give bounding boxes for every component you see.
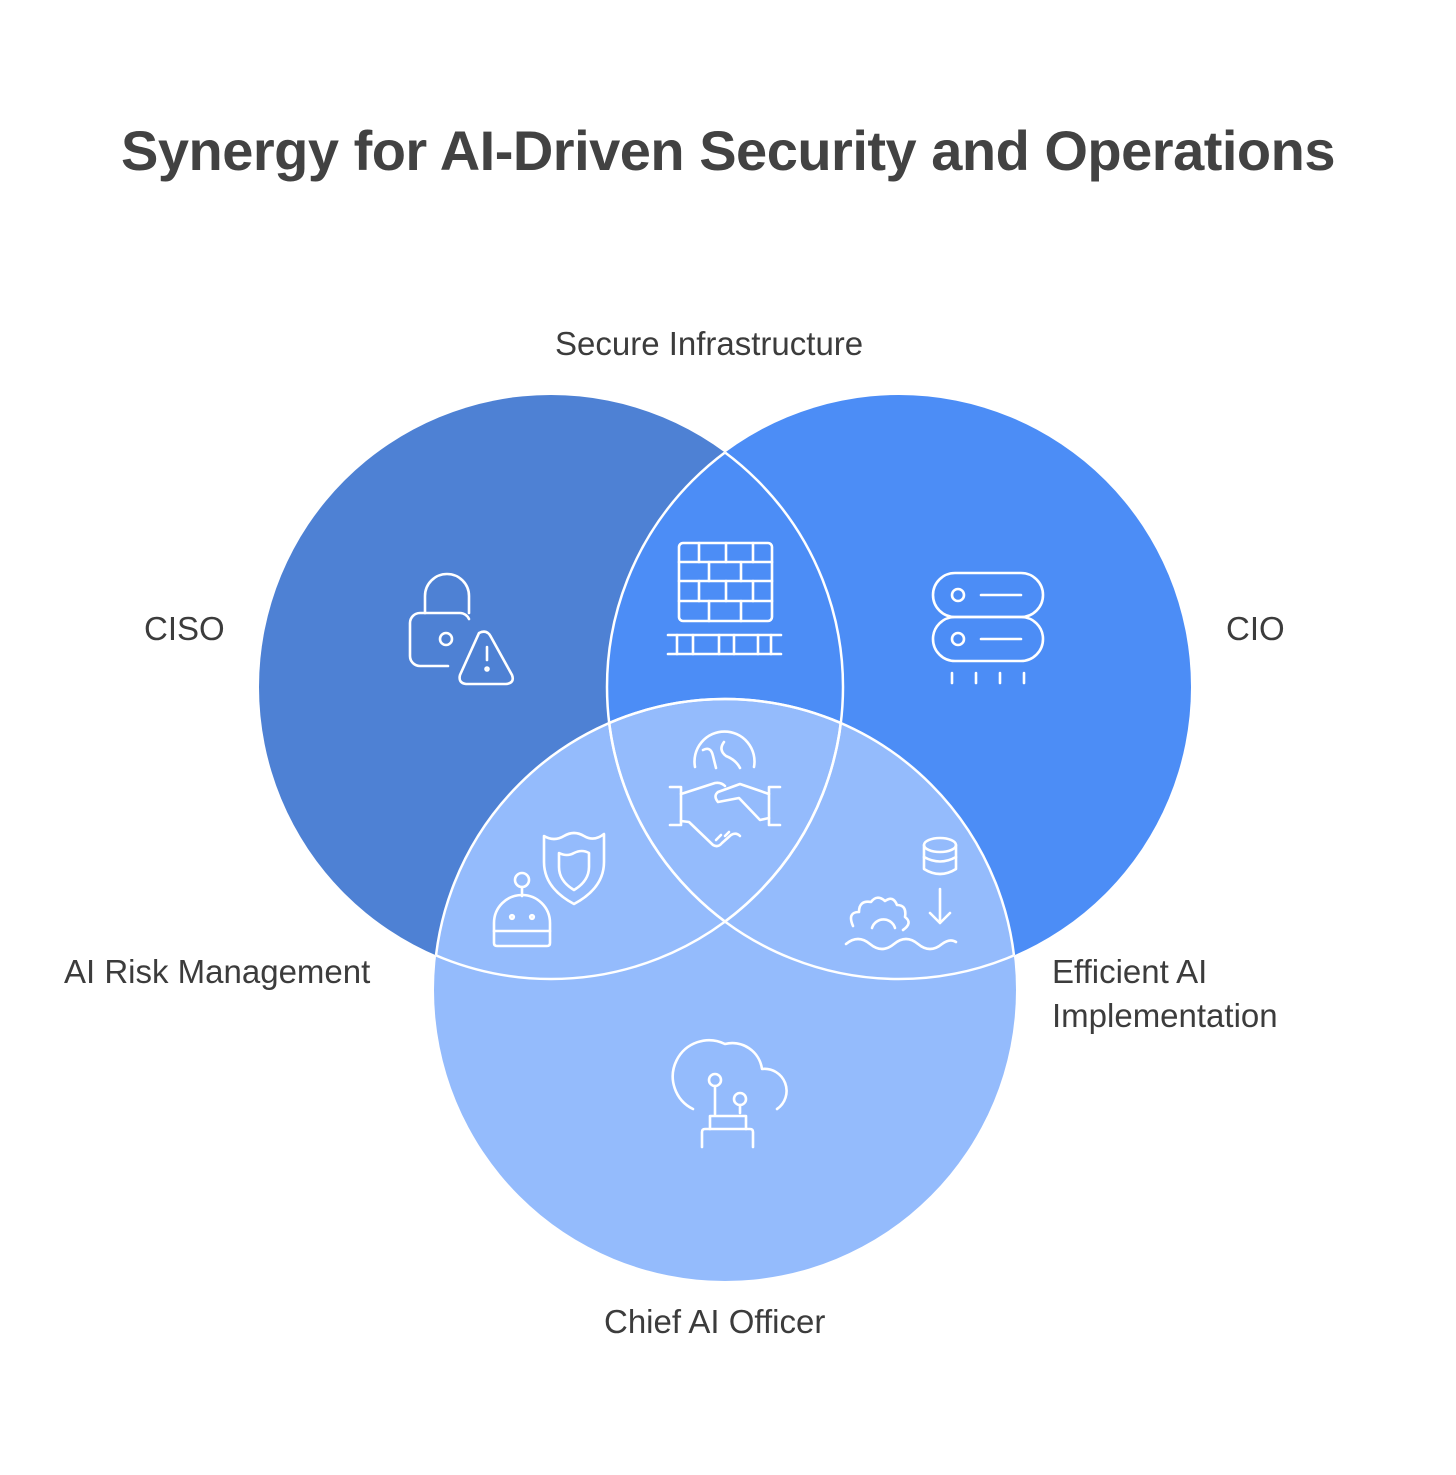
server-icon — [931, 571, 1045, 685]
overlap-outlines — [432, 395, 1018, 981]
robot-shield-icon — [492, 831, 606, 948]
label-line-2: Implementation — [1052, 997, 1278, 1034]
cloud-robot-icon — [671, 1039, 788, 1149]
data-pipeline-icon — [844, 836, 958, 951]
label-cio: CIO — [1226, 610, 1285, 647]
label-ai-risk-management: AI Risk Management — [64, 953, 371, 990]
global-handshake-icon — [668, 730, 782, 848]
label-chief-ai-officer: Chief AI Officer — [604, 1303, 826, 1340]
caio-circle — [434, 699, 1016, 1281]
label-ciso: CISO — [144, 610, 225, 647]
label-efficient-ai-implementation: Efficient AI Implementation — [1052, 950, 1278, 1038]
diagram-title: Synergy for AI-Driven Security and Opera… — [121, 119, 1335, 182]
label-line-1: Efficient AI — [1052, 953, 1208, 990]
lock-warning-icon — [408, 572, 515, 686]
firewall-icon — [666, 541, 783, 656]
label-secure-infrastructure: Secure Infrastructure — [555, 325, 864, 362]
